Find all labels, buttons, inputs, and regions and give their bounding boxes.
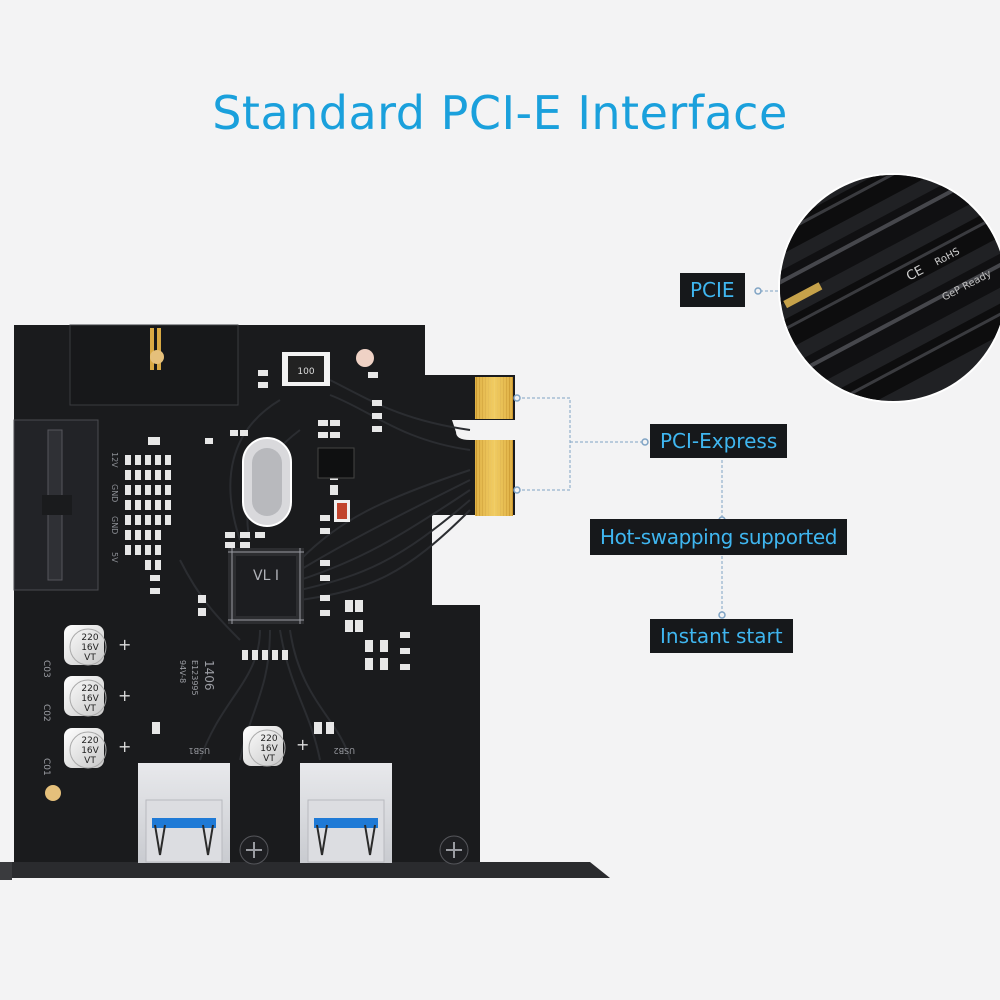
pcie-gold-fingers bbox=[475, 377, 513, 516]
svg-text:C03: C03 bbox=[41, 660, 51, 678]
svg-text:C01: C01 bbox=[41, 758, 51, 776]
inductor: 100 bbox=[282, 352, 330, 386]
callout-pci-express: PCI-Express bbox=[650, 424, 788, 458]
svg-text:+: + bbox=[118, 686, 131, 705]
usb-port-1 bbox=[138, 763, 230, 863]
callout-instant-start: Instant start bbox=[650, 619, 793, 653]
svg-text:+: + bbox=[118, 737, 131, 756]
controller-chip: VL I bbox=[228, 548, 304, 624]
usb-port-2 bbox=[300, 763, 392, 863]
pcie-slot-photo: CE RoHS GeP Ready bbox=[778, 173, 1000, 403]
power-connector bbox=[13, 419, 99, 591]
eeprom-chip bbox=[317, 447, 355, 479]
pin-label-5v: 5V bbox=[110, 552, 119, 563]
smd-components bbox=[125, 370, 410, 734]
status-pad bbox=[356, 349, 374, 367]
solder-pad bbox=[45, 785, 61, 801]
silkscreen-text: 94V-8 E123995 1406 USB1 USB2 bbox=[178, 660, 355, 755]
screw-icon bbox=[439, 835, 469, 865]
callout-pcie: PCIE bbox=[680, 273, 745, 307]
chip-label: VL I bbox=[253, 568, 279, 584]
power-pin-labels: 12V GND GND 5V bbox=[110, 452, 119, 563]
solder-pad bbox=[150, 350, 164, 364]
mosfet bbox=[334, 500, 350, 522]
page-title: Standard PCI-E Interface bbox=[212, 86, 788, 140]
svg-text:E123995: E123995 bbox=[190, 660, 199, 696]
pin-label-gnd: GND bbox=[110, 516, 119, 534]
internal-usb-header bbox=[69, 324, 239, 406]
screw-icon bbox=[239, 835, 269, 865]
ce-mark: CE bbox=[904, 263, 926, 284]
svg-text:+: + bbox=[296, 735, 309, 754]
mounting-bracket bbox=[0, 862, 610, 880]
svg-text:USB2: USB2 bbox=[333, 746, 355, 755]
inductor-label: 100 bbox=[297, 367, 314, 377]
pin-label-gnd: GND bbox=[110, 484, 119, 502]
svg-text:1406: 1406 bbox=[202, 660, 216, 691]
callout-hot-swapping: Hot-swapping supported bbox=[590, 519, 848, 555]
svg-text:C02: C02 bbox=[41, 704, 51, 722]
svg-text:+: + bbox=[118, 635, 131, 654]
svg-text:94V-8: 94V-8 bbox=[178, 660, 187, 683]
crystal-oscillator bbox=[242, 437, 292, 527]
svg-text:USB1: USB1 bbox=[188, 746, 210, 755]
pin-label-12v: 12V bbox=[110, 452, 119, 468]
